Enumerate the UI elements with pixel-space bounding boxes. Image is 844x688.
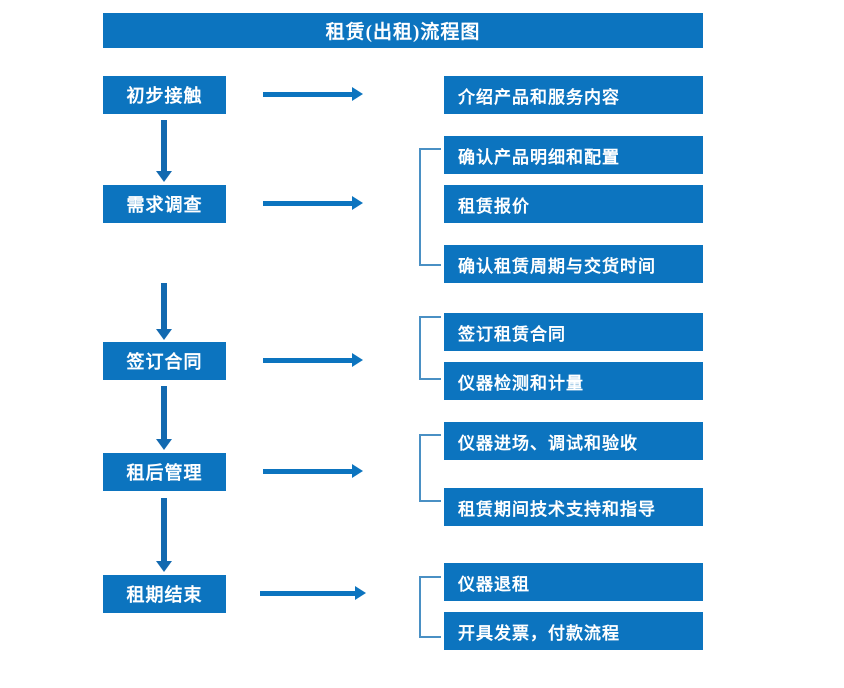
- horizontal-arrow-2: [263, 195, 363, 211]
- stage-box-qianding-hetong[interactable]: 签订合同: [103, 342, 226, 380]
- detail-box-kaiju-fapiao-fukuan[interactable]: 开具发票，付款流程: [444, 612, 703, 650]
- horizontal-arrow-3: [263, 352, 363, 368]
- detail-box-yiqi-jiance-jiliang[interactable]: 仪器检测和计量: [444, 362, 703, 400]
- detail-box-jieshao-chanpin-fuwu[interactable]: 介绍产品和服务内容: [444, 76, 703, 114]
- horizontal-arrow-4: [263, 463, 363, 479]
- stage-box-xuqiu-diaocha[interactable]: 需求调查: [103, 185, 226, 223]
- group-bracket-qianding-hetong: [419, 316, 441, 380]
- stage-box-zuhou-guanli[interactable]: 租后管理: [103, 453, 226, 491]
- stage-box-zuqi-jieshu[interactable]: 租期结束: [103, 575, 226, 613]
- group-bracket-zuhou-guanli: [419, 434, 441, 502]
- detail-box-zulin-baojia[interactable]: 租赁报价: [444, 185, 703, 223]
- detail-box-yiqi-tuizu[interactable]: 仪器退租: [444, 563, 703, 601]
- detail-box-queren-chanpin-mingxi[interactable]: 确认产品明细和配置: [444, 136, 703, 174]
- detail-box-yiqi-jinchang-tiaoshi[interactable]: 仪器进场、调试和验收: [444, 422, 703, 460]
- vertical-arrow-1: [156, 120, 172, 182]
- vertical-arrow-4: [156, 498, 172, 572]
- flowchart-title-banner: 租赁(出租)流程图: [103, 13, 703, 48]
- detail-box-zulin-qijian-jishu-zhichi[interactable]: 租赁期间技术支持和指导: [444, 488, 703, 526]
- vertical-arrow-2: [156, 283, 172, 340]
- horizontal-arrow-5: [260, 585, 366, 601]
- detail-box-qianding-zulin-hetong[interactable]: 签订租赁合同: [444, 313, 703, 351]
- group-bracket-zuqi-jieshu: [419, 576, 441, 638]
- group-bracket-xuqiu-diaocha: [419, 148, 441, 266]
- horizontal-arrow-1: [263, 86, 363, 102]
- detail-box-queren-zulin-zhouqi[interactable]: 确认租赁周期与交货时间: [444, 245, 703, 283]
- stage-box-chubu-jiechu[interactable]: 初步接触: [103, 76, 226, 114]
- vertical-arrow-3: [156, 386, 172, 450]
